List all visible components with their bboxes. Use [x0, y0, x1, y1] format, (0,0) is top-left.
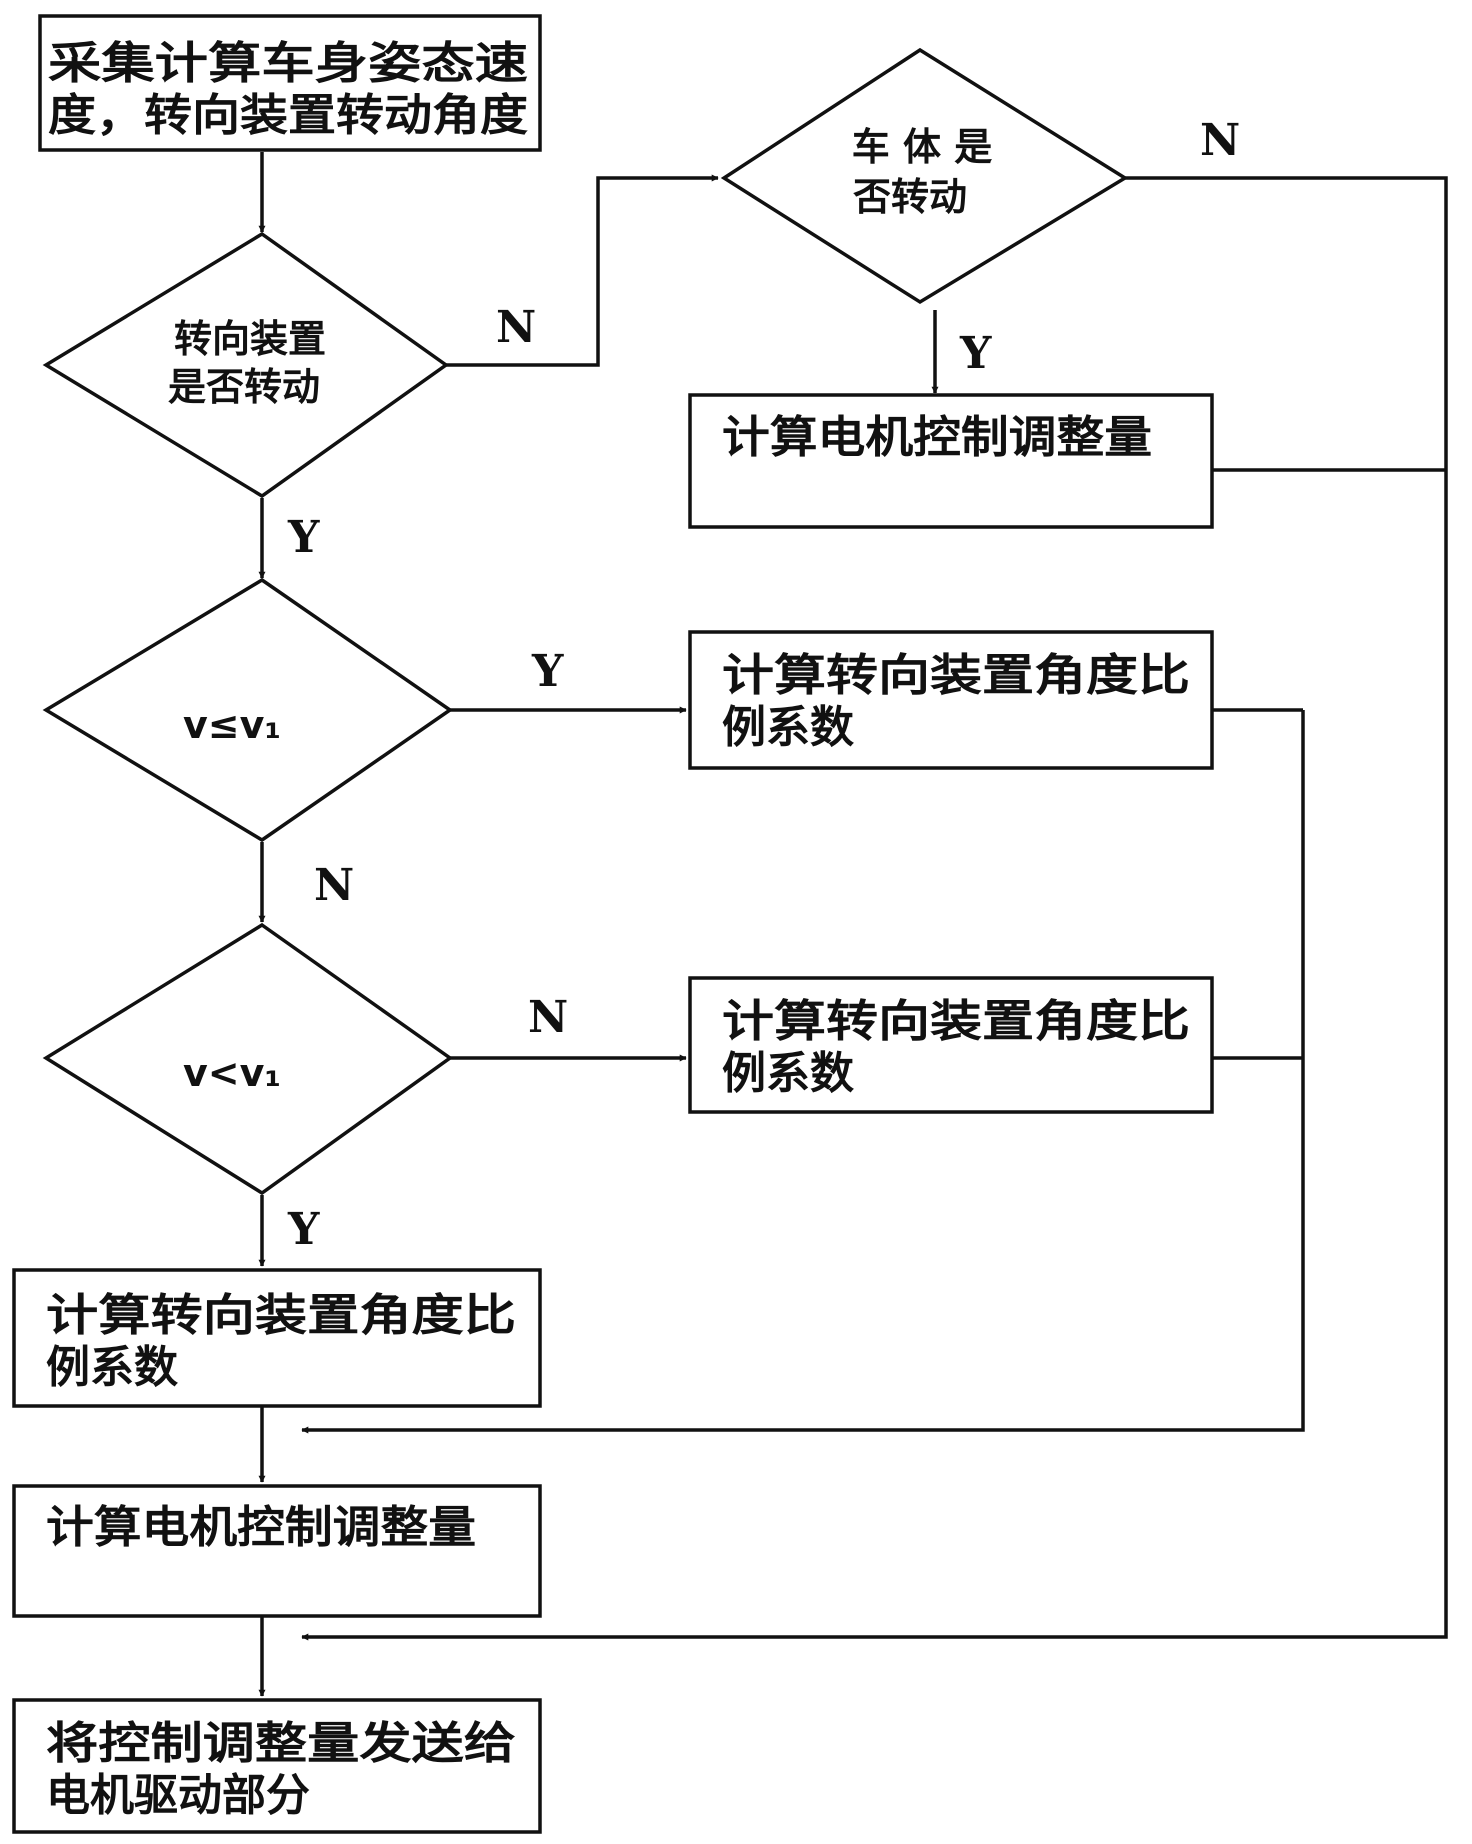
ratio-y-label-line-2: 例系数 [722, 702, 854, 753]
edge-label-v-lt-yes: Y [287, 1204, 320, 1255]
edge-label-body-no: N [1200, 115, 1240, 166]
collect-label-line-1: 采集计算车身姿态速 [48, 38, 528, 89]
edge-label-steer-no: N [496, 302, 536, 353]
ratio-n-label-line-1: 计算转向装置角度比 [722, 996, 1190, 1047]
cond-v-le-v1-label: v≤v₁ [183, 703, 281, 747]
body-rotating-label-line-2: 否转动 [853, 175, 967, 219]
edge-label-body-yes: Y [959, 328, 992, 379]
edge-label-steer-yes: Y [287, 512, 320, 563]
node-motor-adjust-top [688, 393, 1214, 529]
steer-rotating-label-line-1: 转向装置 [174, 317, 326, 361]
node-motor-adjust-bottom [12, 1484, 542, 1618]
ratio-bottom-label-line-2: 例系数 [46, 1342, 178, 1393]
collect-label-line-2: 度，转向装置转动角度 [48, 90, 528, 141]
node-cond-v-lt-v1 [42, 922, 454, 1196]
body-rotating-label-line-1: 车 体 是 [852, 125, 992, 169]
edge-label-v-le-yes: Y [531, 646, 564, 697]
edge-body-no-to-merge [301, 176, 1448, 1641]
node-cond-v-le-v1 [42, 577, 454, 843]
edge-label-v-lt-no: N [528, 992, 568, 1043]
node-ratio-y [688, 630, 1214, 770]
edge-ratio-rail-to-merge [301, 710, 1305, 1434]
connectors [258, 152, 1448, 1697]
node-body-rotating [720, 47, 1129, 305]
node-ratio-bottom [12, 1268, 542, 1408]
steer-rotating-label-line-2: 是否转动 [168, 365, 320, 409]
edge-label-v-le-no: N [314, 860, 354, 911]
edge-steer-no-to-body [446, 174, 719, 367]
ratio-y-label-line-1: 计算转向装置角度比 [722, 650, 1190, 701]
motor-adjust-top-label: 计算电机控制调整量 [722, 412, 1152, 463]
node-steer-rotating [42, 231, 450, 499]
node-collect [38, 14, 542, 152]
send-label-line-1: 将控制调整量发送给 [46, 1718, 516, 1769]
node-ratio-n [688, 976, 1214, 1114]
send-label-line-2: 电机驱动部分 [46, 1770, 310, 1821]
cond-v-lt-v1-label: v<v₁ [183, 1051, 281, 1095]
motor-adjust-bottom-label: 计算电机控制调整量 [46, 1502, 476, 1553]
ratio-n-label-line-2: 例系数 [722, 1048, 854, 1099]
node-send [12, 1698, 542, 1834]
ratio-bottom-label-line-1: 计算转向装置角度比 [46, 1290, 516, 1341]
